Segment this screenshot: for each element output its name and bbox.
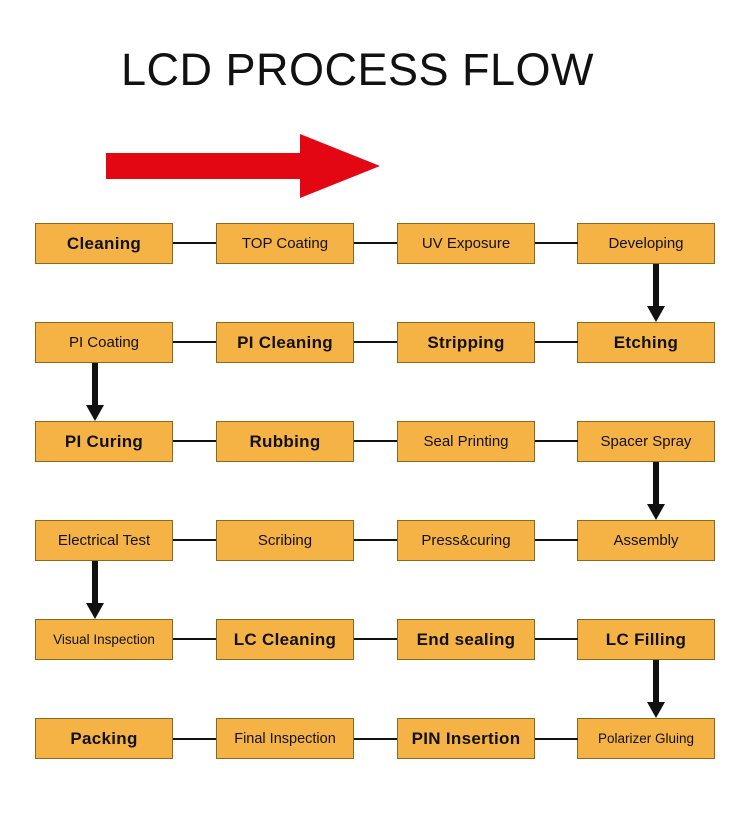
step-final-inspection: Final Inspection <box>216 718 354 759</box>
step-assembly: Assembly <box>577 520 715 561</box>
step-visual-inspection: Visual Inspection <box>35 619 173 660</box>
step-pi-cleaning: PI Cleaning <box>216 322 354 363</box>
connector-line <box>535 638 578 640</box>
step-pi-coating: PI Coating <box>35 322 173 363</box>
step-pi-curing: PI Curing <box>35 421 173 462</box>
connector-line <box>354 341 397 343</box>
connector-line <box>535 440 578 442</box>
connector-line <box>535 242 578 244</box>
step-rubbing: Rubbing <box>216 421 354 462</box>
step-stripping: Stripping <box>397 322 535 363</box>
step-uv-exposure: UV Exposure <box>397 223 535 264</box>
connector-line <box>354 242 397 244</box>
connector-line <box>173 341 216 343</box>
down-arrow-icon <box>86 363 104 421</box>
connector-line <box>535 738 578 740</box>
step-etching: Etching <box>577 322 715 363</box>
down-arrow-icon <box>647 660 665 718</box>
step-end-sealing: End sealing <box>397 619 535 660</box>
step-pin-insertion: PIN Insertion <box>397 718 535 759</box>
step-cleaning: Cleaning <box>35 223 173 264</box>
page-title: LCD PROCESS FLOW <box>120 44 595 95</box>
step-seal-printing: Seal Printing <box>397 421 535 462</box>
flow-direction-arrow-icon <box>106 134 380 198</box>
step-polarizer-gluing: Polarizer Gluing <box>577 718 715 759</box>
connector-line <box>173 440 216 442</box>
connector-line <box>173 638 216 640</box>
step-developing: Developing <box>577 223 715 264</box>
connector-line <box>173 738 216 740</box>
step-packing: Packing <box>35 718 173 759</box>
connector-line <box>173 242 216 244</box>
connector-line <box>354 638 397 640</box>
step-scribing: Scribing <box>216 520 354 561</box>
connector-line <box>173 539 216 541</box>
connector-line <box>535 539 578 541</box>
connector-line <box>354 738 397 740</box>
connector-line <box>535 341 578 343</box>
step-lc-filling: LC Filling <box>577 619 715 660</box>
down-arrow-icon <box>86 561 104 619</box>
step-spacer-spray: Spacer Spray <box>577 421 715 462</box>
step-lc-cleaning: LC Cleaning <box>216 619 354 660</box>
down-arrow-icon <box>647 264 665 322</box>
step-top-coating: TOP Coating <box>216 223 354 264</box>
connector-line <box>354 539 397 541</box>
down-arrow-icon <box>647 462 665 520</box>
step-electrical-test: Electrical Test <box>35 520 173 561</box>
step-press-curing: Press&curing <box>397 520 535 561</box>
connector-line <box>354 440 397 442</box>
